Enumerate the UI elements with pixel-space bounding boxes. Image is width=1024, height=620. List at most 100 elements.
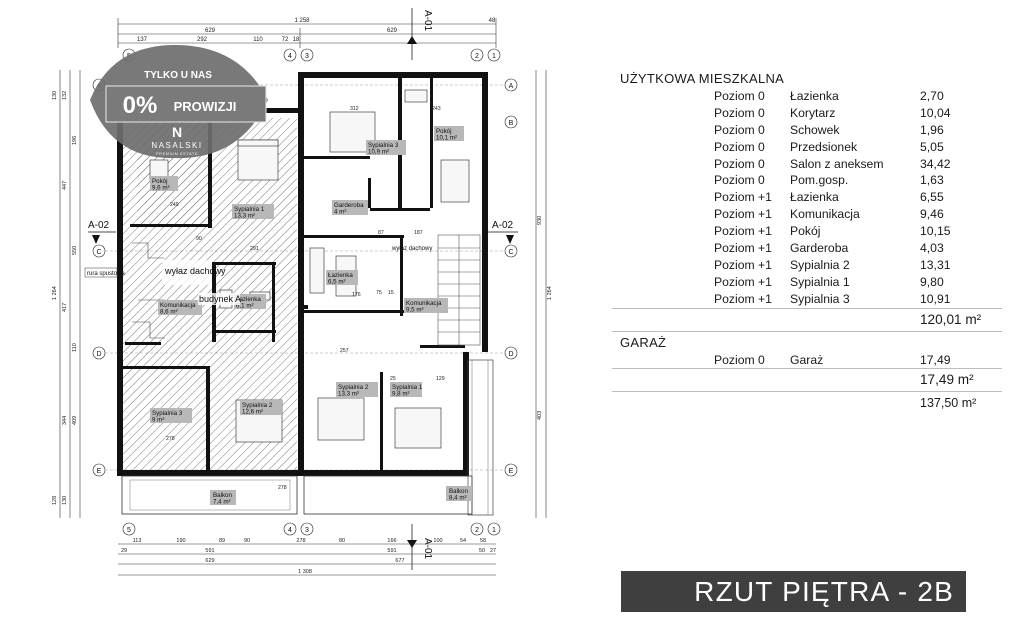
room-label-right-sypialnia2: Sypialnia 2 13,3 m²	[336, 382, 378, 398]
svg-text:6,5 m²: 6,5 m²	[328, 279, 346, 286]
dim-bottom-278: 278	[296, 538, 305, 544]
total-mieszkalna: 120,01 m²	[612, 307, 1002, 332]
dim-bottom-58: 58	[480, 538, 486, 544]
svg-text:129: 129	[436, 376, 445, 382]
row-room: Pokój	[790, 224, 821, 239]
dim-bottom-27: 27	[490, 548, 496, 554]
top-dimension-lines	[117, 18, 497, 48]
dim-left-130: 130	[52, 91, 58, 100]
left-dimension-lines	[59, 70, 81, 518]
badge-brand-monogram: N	[172, 124, 182, 140]
dim-bottom-50: 50	[479, 548, 485, 554]
svg-text:D: D	[508, 351, 513, 358]
dim-left-total: 1 264	[52, 286, 58, 300]
room-label-right-sypialnia3: Sypialnia 3 10,9 m²	[366, 140, 406, 156]
row-room: Schowek	[790, 122, 840, 137]
row-area: 17,49	[920, 352, 951, 367]
svg-text:278: 278	[278, 485, 287, 491]
total-mieszkalna-value: 120,01 m²	[920, 311, 982, 327]
svg-text:E: E	[97, 468, 102, 475]
svg-text:9 m²: 9 m²	[152, 417, 164, 424]
section-mark-a01-bottom: A-01	[407, 524, 433, 570]
dim-bottom-54: 54	[460, 538, 466, 544]
svg-text:Pokój: Pokój	[436, 128, 451, 135]
room-label-right-pokoj: Pokój 10,1 m²	[434, 126, 464, 142]
svg-text:4: 4	[288, 53, 292, 60]
svg-text:257: 257	[340, 348, 349, 354]
row-room: Korytarz	[790, 105, 836, 120]
svg-text:A-02: A-02	[492, 220, 514, 231]
svg-text:D: D	[96, 351, 101, 358]
svg-text:25: 25	[390, 376, 396, 382]
row-area: 4,03	[920, 241, 944, 256]
dim-bottom-591b: 591	[387, 548, 396, 554]
dim-bottom-total: 1 308	[298, 569, 312, 575]
svg-text:C: C	[508, 249, 513, 256]
row-area: 10,04	[920, 105, 951, 120]
grand-total: 137,50 m²	[612, 392, 1002, 414]
inner-dimensions: 312 243 249 90 291 87 187 176 75 15 129 …	[166, 106, 445, 491]
dim-right-403: 403	[537, 411, 543, 420]
row-room: Pom.gosp.	[790, 173, 849, 188]
row-area: 10,15	[920, 224, 951, 239]
svg-text:E: E	[509, 468, 514, 475]
svg-text:A-01: A-01	[422, 10, 433, 32]
right-dimension-lines	[535, 70, 547, 518]
row-room: Przedsionek	[790, 139, 858, 154]
svg-text:7,4 m²: 7,4 m²	[213, 499, 231, 506]
svg-text:5: 5	[127, 527, 131, 534]
dim-bottom-113: 113	[133, 538, 142, 544]
rura-spustowa-label: rura spustowa	[87, 271, 125, 277]
badge-prowizji: PROWIZJI	[174, 99, 237, 114]
dim-bottom-629: 629	[205, 558, 214, 564]
total-garaz: 17,49 m²	[612, 368, 1002, 393]
svg-text:Łazienka: Łazienka	[328, 272, 353, 279]
svg-text:278: 278	[166, 436, 175, 442]
svg-text:1: 1	[492, 53, 496, 60]
grand-total-value: 137,50 m²	[920, 396, 977, 411]
svg-text:15: 15	[388, 290, 394, 296]
dim-bottom-89: 89	[219, 538, 225, 544]
svg-text:90: 90	[196, 236, 202, 242]
svg-text:Garderoba: Garderoba	[334, 202, 364, 209]
svg-text:A-02: A-02	[88, 220, 110, 231]
svg-text:9,6 m²: 9,6 m²	[152, 185, 170, 192]
row-level: Poziom +1	[714, 291, 772, 306]
dim-bottom-90: 90	[244, 538, 250, 544]
dim-right-total: 1 264	[547, 286, 553, 300]
dim-right-930: 930	[537, 216, 543, 225]
dim-top-18: 18	[293, 37, 300, 43]
svg-text:3: 3	[305, 53, 309, 60]
svg-text:Sypialnia 2: Sypialnia 2	[242, 402, 273, 409]
section-title-mieszkalna: UŻYTKOWA MIESZKALNA	[620, 71, 785, 86]
row-room: Łazienka	[790, 190, 839, 205]
dim-left-196: 196	[72, 136, 78, 145]
dim-top-48: 48	[489, 18, 496, 24]
section-mark-a01-top: A-01	[407, 8, 433, 60]
svg-text:C: C	[96, 249, 101, 256]
dim-top-110: 110	[253, 37, 263, 43]
svg-text:8,6 m²: 8,6 m²	[160, 309, 178, 316]
total-garaz-value: 17,49 m²	[920, 372, 974, 388]
room-label-right-garderoba: Garderoba 4 m²	[332, 200, 368, 216]
dim-top-total: 1 258	[294, 18, 310, 24]
dim-left-550: 550	[72, 246, 78, 255]
svg-text:10,9 m²: 10,9 m²	[368, 149, 389, 156]
row-area: 1,63	[920, 173, 944, 188]
row-level: Poziom 0	[714, 352, 765, 367]
promo-badge: TYLKO U NAS 0% PROWIZJI N NASALSKI PREMI…	[90, 45, 268, 159]
svg-text:A: A	[509, 83, 514, 90]
row-room: Sypialnia 1	[790, 274, 850, 289]
dim-top-72: 72	[282, 37, 289, 43]
room-label-left-komunikacja: Komunikacja 8,6 m²	[158, 300, 202, 316]
row-level: Poziom 0	[714, 139, 765, 154]
